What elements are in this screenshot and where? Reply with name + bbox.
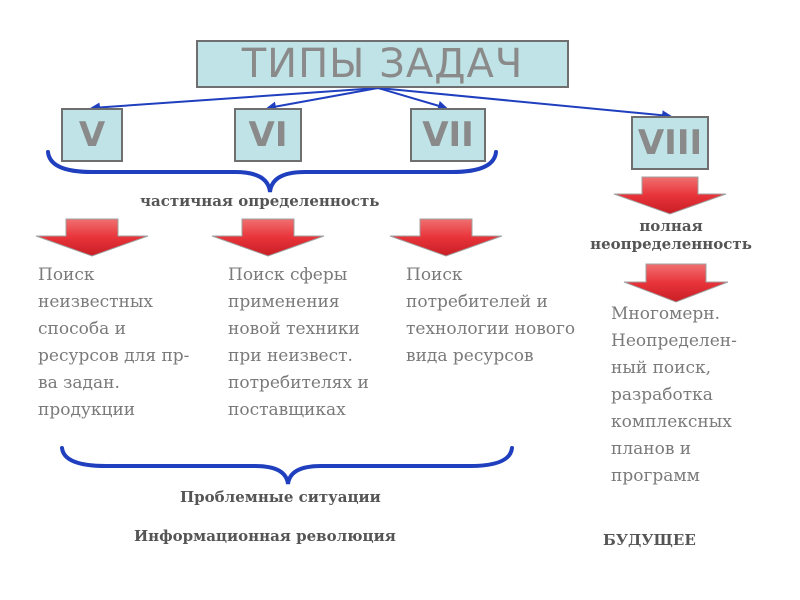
- label-future: БУДУЩЕЕ: [603, 531, 696, 549]
- type-label-vi: VI: [248, 115, 288, 155]
- label-problem-situations: Проблемные ситуации: [180, 488, 381, 506]
- description-v: Поиск неизвестных способа и ресурсов для…: [38, 265, 190, 420]
- block-arrow: [35, 176, 729, 303]
- description-viii: Многомерн. Неопределен- ный поиск, разра…: [611, 304, 737, 486]
- type-box-vii: VII: [410, 108, 486, 162]
- label-full-line1: полная: [639, 217, 703, 235]
- description-vii: Поиск потребителей и технологии нового в…: [406, 265, 576, 366]
- label-full-line2: неопределенность: [590, 235, 752, 253]
- type-label-vii: VII: [422, 115, 474, 155]
- type-label-viii: VIII: [637, 123, 703, 163]
- label-partial-certainty: частичная определенность: [140, 192, 380, 210]
- arrow-to-vii: [377, 87, 448, 111]
- brace-partial: [46, 150, 498, 193]
- arrow-to-viii: [377, 87, 672, 121]
- title-text: ТИПЫ ЗАДАЧ: [241, 41, 524, 87]
- brace-problem: [60, 446, 514, 485]
- description-vi: Поиск сферы применения новой техники при…: [228, 265, 369, 420]
- type-box-v: V: [61, 108, 123, 162]
- arrow-to-vi: [266, 87, 379, 112]
- arrow-to-v: [90, 87, 379, 113]
- title-box: ТИПЫ ЗАДАЧ: [196, 40, 569, 88]
- type-box-vi: VI: [234, 108, 302, 162]
- type-label-v: V: [78, 115, 106, 155]
- type-box-viii: VIII: [631, 116, 709, 170]
- label-full-uncertainty: полная неопределенность: [580, 217, 762, 253]
- label-info-revolution: Информационная революция: [134, 527, 396, 545]
- connector-arrows: [90, 87, 672, 121]
